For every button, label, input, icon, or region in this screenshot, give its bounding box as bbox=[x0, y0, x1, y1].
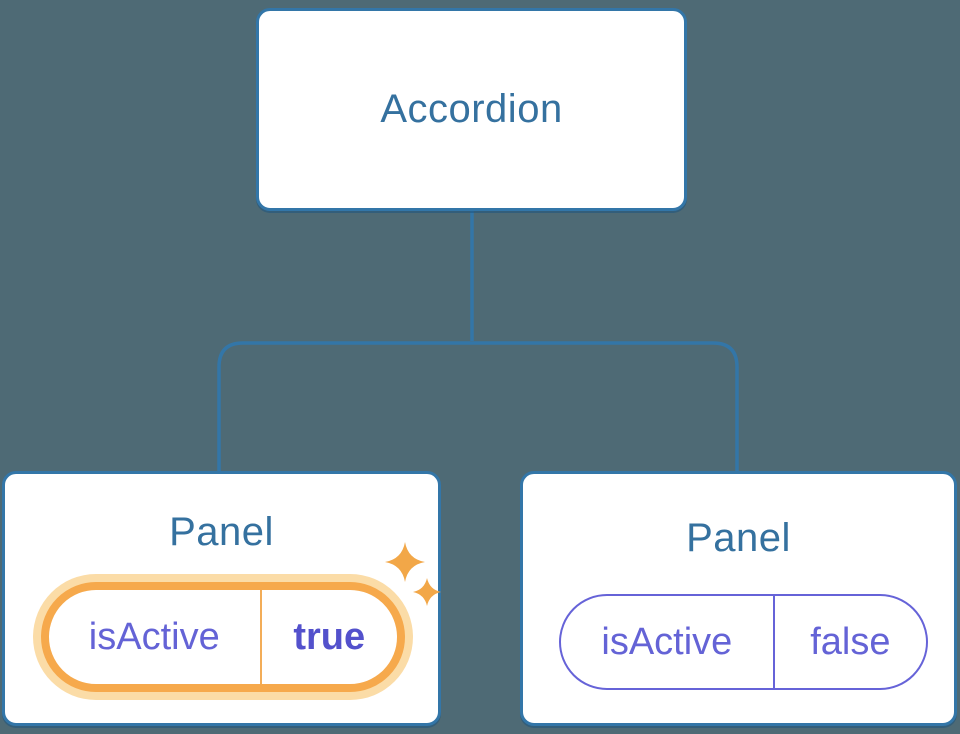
state-name-cell: isActive bbox=[49, 590, 262, 684]
state-name-label: isActive bbox=[601, 620, 733, 663]
panel-node-inactive: Panel isActive false bbox=[520, 471, 957, 726]
state-value-label: false bbox=[810, 620, 891, 663]
state-name-label: isActive bbox=[88, 615, 220, 658]
state-value-label: true bbox=[293, 615, 366, 658]
state-pill-active: isActive true bbox=[41, 582, 405, 692]
state-value-cell: false bbox=[775, 596, 926, 688]
accordion-node-label: Accordion bbox=[380, 87, 563, 131]
panel-title: Panel bbox=[686, 516, 791, 560]
accordion-node: Accordion bbox=[256, 8, 687, 211]
panel-title: Panel bbox=[169, 510, 274, 554]
state-pill-inactive: isActive false bbox=[559, 594, 928, 690]
state-name-cell: isActive bbox=[561, 596, 775, 688]
panel-node-active: Panel isActive true bbox=[2, 471, 441, 726]
state-value-cell: true bbox=[262, 590, 397, 684]
connector-branch bbox=[217, 341, 739, 473]
